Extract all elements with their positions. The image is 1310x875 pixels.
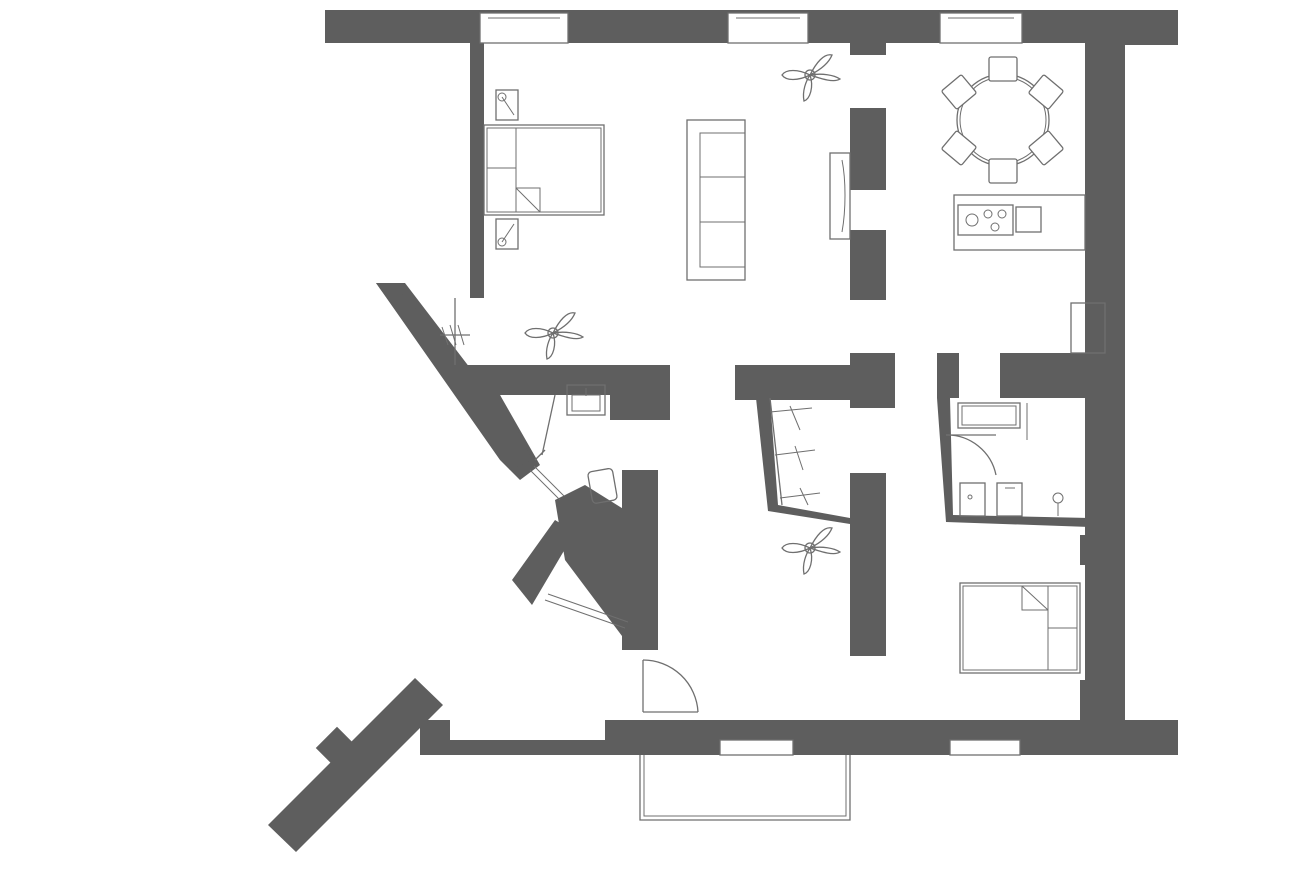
bathtub-icon xyxy=(957,402,1028,440)
bed-icon xyxy=(959,582,1081,674)
window-icon xyxy=(479,12,1023,756)
stove-icon xyxy=(953,194,1086,251)
ceiling-fan-icon xyxy=(781,54,842,102)
toilet-icon xyxy=(587,467,618,504)
tv-icon xyxy=(829,152,851,240)
ceiling-fan-icon xyxy=(524,312,585,360)
dining-table-icon xyxy=(941,56,1064,184)
sofa-icon xyxy=(686,119,746,281)
balcony xyxy=(639,755,851,821)
ceiling-fan-icon xyxy=(781,527,842,575)
sink-icon xyxy=(534,384,606,461)
wardrobe-icon xyxy=(769,397,821,506)
bed-icon xyxy=(483,124,605,216)
nightstand-lamp-icon xyxy=(495,89,519,250)
interior-walls xyxy=(455,43,1125,720)
door-icon xyxy=(642,659,699,713)
fridge-icon xyxy=(1070,302,1106,354)
wardrobe-icon xyxy=(440,298,470,365)
toilet-icon xyxy=(959,482,1064,517)
door-icon xyxy=(945,434,997,476)
sink-icon xyxy=(1015,206,1042,233)
